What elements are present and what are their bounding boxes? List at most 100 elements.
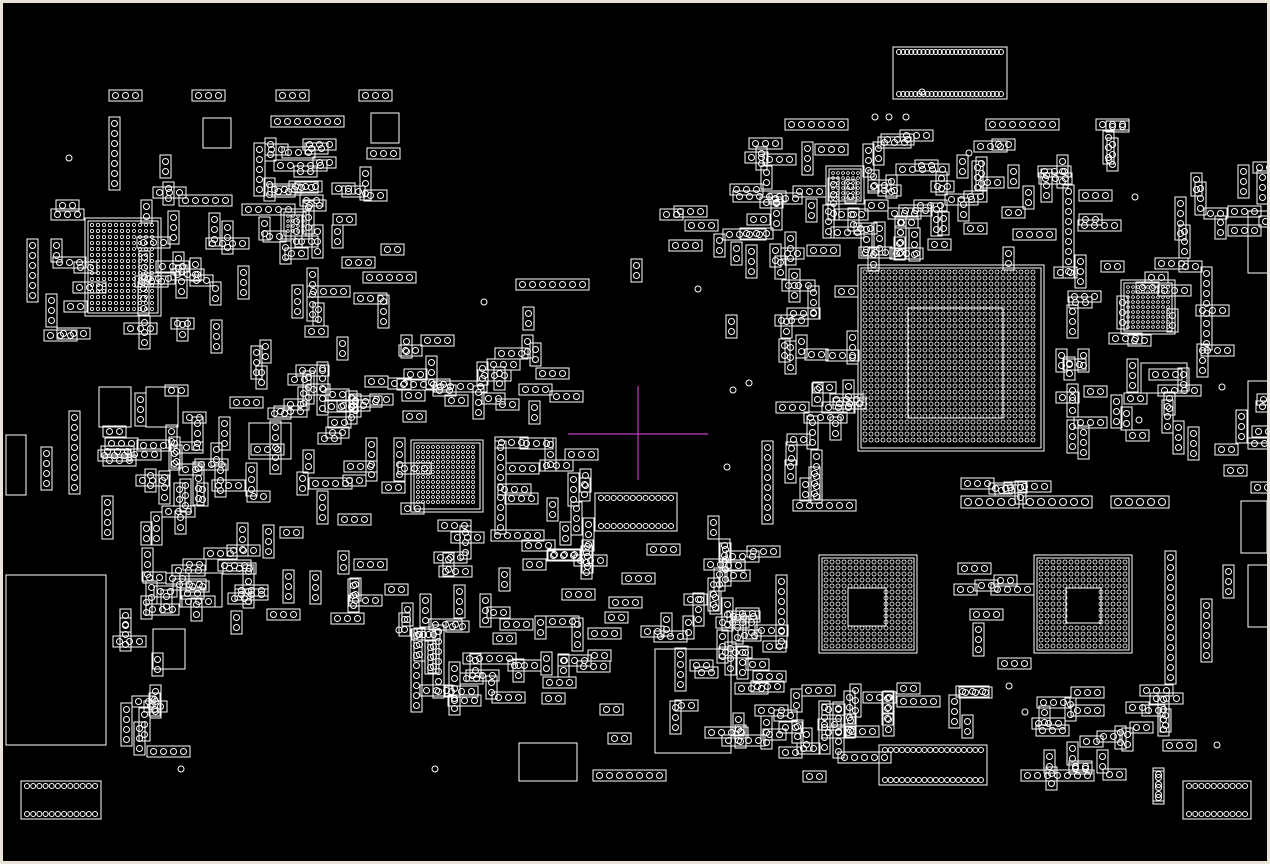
component-footprint (1128, 335, 1151, 346)
component-footprint (793, 500, 856, 511)
component-footprint (1097, 731, 1120, 742)
component-footprint (548, 549, 581, 560)
component-footprint (1036, 725, 1069, 736)
chip-center-left (411, 440, 483, 512)
component-footprint (192, 417, 203, 450)
component-footprint (1188, 427, 1199, 460)
component-footprint (493, 633, 516, 644)
cpu-bga-chip (858, 265, 1044, 451)
component-footprint (830, 417, 841, 440)
component-footprint (446, 621, 469, 632)
component-footprint (1201, 599, 1212, 662)
component-footprint (1063, 359, 1086, 370)
memory-chip-right (1034, 555, 1132, 653)
component-footprint (478, 370, 511, 381)
component-footprint (746, 659, 769, 670)
component-footprint (900, 130, 933, 141)
component-footprint (763, 641, 786, 652)
component-footprint (536, 368, 569, 379)
component-footprint (540, 460, 573, 471)
component-footprint (1259, 216, 1267, 227)
component-footprint (146, 581, 157, 604)
component-footprint (763, 729, 786, 740)
component-footprint (1063, 185, 1074, 278)
component-footprint (806, 199, 817, 222)
component-footprint (838, 752, 891, 763)
component-footprint (1067, 420, 1078, 453)
component-footprint (685, 220, 718, 231)
component-footprint (1155, 258, 1188, 269)
component-footprint (318, 433, 341, 444)
component-footprint (137, 440, 170, 451)
component-footprint (1075, 255, 1086, 288)
component-footprint (251, 444, 284, 455)
component-footprint (735, 725, 746, 748)
component-footprint (523, 559, 546, 570)
component-footprint (579, 478, 590, 501)
component-footprint (289, 181, 322, 192)
pcb-board-canvas[interactable] (3, 3, 1267, 861)
component-footprint (399, 345, 422, 356)
component-footprint (307, 384, 330, 395)
component-footprint (582, 540, 593, 573)
component-footprint (661, 613, 672, 636)
component-footprint (1003, 247, 1014, 270)
component-footprint (506, 463, 539, 474)
component-footprint (1023, 496, 1092, 508)
component-footprint (206, 238, 249, 249)
component-footprint (109, 90, 142, 101)
component-footprint (541, 652, 552, 675)
component-footprint (1079, 190, 1112, 201)
component-footprint (235, 585, 268, 596)
component-footprint (113, 636, 146, 647)
component-footprint (593, 770, 666, 781)
component-footprint (53, 257, 86, 268)
component-footprint (482, 393, 505, 404)
component-footprint (779, 747, 802, 758)
component-footprint (938, 212, 949, 235)
component-footprint (1251, 482, 1267, 493)
component-footprint (41, 447, 52, 490)
component-footprint (727, 570, 750, 581)
component-footprint (785, 460, 796, 483)
component-footprint (428, 640, 439, 673)
component-footprint (1215, 444, 1238, 455)
component-footprint (1054, 267, 1077, 278)
component-footprint (675, 700, 698, 711)
component-footprint (1046, 767, 1057, 790)
component-footprint (530, 343, 541, 366)
component-footprint (1084, 386, 1107, 397)
component-footprint (1071, 687, 1104, 698)
component-footprint (959, 687, 992, 698)
component-footprint (212, 480, 245, 491)
component-footprint (714, 234, 725, 257)
component-footprint (792, 720, 803, 743)
component-footprint (523, 307, 534, 330)
component-footprint (1057, 155, 1068, 188)
component-footprint (147, 746, 190, 757)
component-footprint (487, 359, 520, 370)
component-footprint (822, 727, 855, 738)
component-footprint (854, 223, 877, 234)
component-footprint (312, 225, 323, 258)
component-footprint (153, 187, 186, 198)
component-outline (99, 387, 131, 427)
component-footprint (520, 438, 553, 449)
component-footprint (487, 607, 510, 618)
component-footprint (354, 293, 387, 304)
component-footprint (746, 245, 757, 278)
component-footprint (69, 411, 80, 494)
component-footprint (264, 178, 275, 201)
component-outline (249, 423, 291, 459)
component-footprint (401, 503, 424, 514)
component-footprint (443, 553, 454, 576)
component-footprint (771, 197, 782, 230)
component-outline (371, 113, 399, 143)
component-footprint (197, 483, 208, 506)
component-footprint (1071, 705, 1104, 716)
component-footprint (151, 512, 162, 545)
component-footprint (981, 177, 1004, 188)
component-footprint (1004, 482, 1027, 493)
component-footprint (568, 473, 579, 506)
